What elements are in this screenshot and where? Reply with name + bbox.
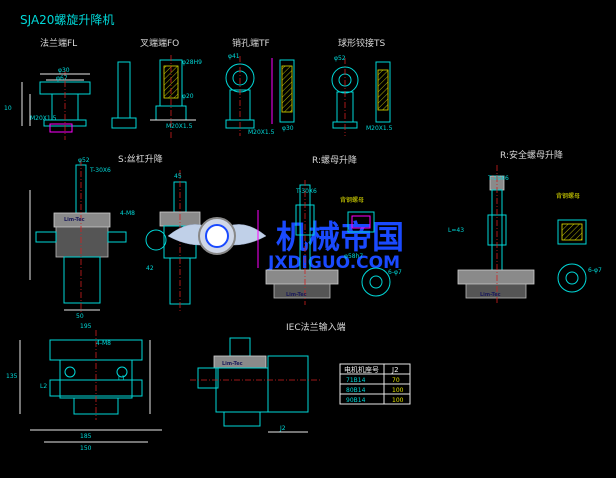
dim-d28h9: φ28H9 bbox=[182, 59, 202, 66]
label-nut-lift: R:螺母升降 bbox=[312, 154, 357, 166]
dim-d41: φ41 bbox=[228, 53, 240, 60]
dim-m8: 4-M8 bbox=[120, 210, 135, 217]
label-fork-end: 叉端端FO bbox=[140, 37, 179, 49]
label-bolt-hole-end: 销孔端TF bbox=[232, 37, 270, 49]
dim-l2: L2 bbox=[40, 383, 47, 390]
table-row-1-c1: 100 bbox=[392, 387, 404, 394]
drawing-title: SJA20螺旋升降机 bbox=[20, 13, 114, 27]
flange-end-drawing: φ30 φ67 M20X1.5 10 bbox=[4, 67, 91, 140]
dim-m20d: M20X1.5 bbox=[366, 125, 393, 132]
table-row-2-c1: 100 bbox=[392, 397, 404, 404]
label-iec-flange: IEC法兰输入端 bbox=[286, 321, 346, 333]
table-row-1-c0: 80B14 bbox=[346, 387, 366, 394]
label-flange-end: 法兰端FL bbox=[40, 37, 77, 49]
nut-label-r: 背钢螺母 bbox=[340, 196, 364, 204]
dim-d20: φ20 bbox=[182, 93, 194, 100]
dim-d150: 150 bbox=[80, 445, 92, 452]
dim-l43: L=43 bbox=[448, 227, 464, 234]
watermark-logo: 机械帝国 JXDIGUO.COM bbox=[167, 217, 404, 273]
housing-badge-iec: Lim-Tec bbox=[222, 361, 243, 367]
dim-d52b: φ52 bbox=[78, 157, 90, 164]
dim-l1: L1 bbox=[118, 375, 125, 382]
dim-d6b: 6-φ7 bbox=[588, 267, 602, 274]
dim-t30: T-30X6 bbox=[89, 167, 111, 174]
label-safety-nut-lift: R:安全螺母升降 bbox=[500, 149, 563, 161]
label-screw-lift: S:丝杠升降 bbox=[118, 153, 163, 165]
base-left-view: 195 185 150 4-M8 L1 L2 135 bbox=[6, 323, 162, 452]
nut-label-rs: 背钢螺母 bbox=[556, 192, 580, 200]
housing-badge-r: Lim-Tec bbox=[286, 292, 307, 298]
dim-d185: 185 bbox=[80, 433, 92, 440]
table-row-2-c0: 90B14 bbox=[346, 397, 366, 404]
label-ball-hinge-end: 球形铰接TS bbox=[338, 37, 385, 49]
table-row-0-c0: 71B14 bbox=[346, 377, 366, 384]
watermark-name: 机械帝国 bbox=[276, 218, 404, 256]
dim-d195: 195 bbox=[80, 323, 92, 330]
dim-m20c: M20X1.5 bbox=[248, 129, 275, 136]
dim-m20: M20X1.5 bbox=[30, 115, 57, 122]
dim-t30b: T-30X6 bbox=[295, 188, 317, 195]
motor-table: 电机机座号 J2 71B14 70 80B14 100 90B14 100 bbox=[339, 363, 411, 405]
housing-badge-s: Lim-Tec bbox=[64, 217, 85, 223]
table-header-0: 电机机座号 bbox=[344, 365, 379, 374]
dim-d10: 10 bbox=[4, 105, 12, 112]
dim-d45: 45 bbox=[174, 173, 182, 180]
bolt-hole-end-drawing: φ41 M20X1.5 φ30 bbox=[225, 53, 295, 136]
dim-d42: 42 bbox=[146, 265, 154, 272]
table-header-1: J2 bbox=[391, 366, 399, 374]
dim-d67: φ67 bbox=[56, 75, 68, 82]
dim-d135: 135 bbox=[6, 373, 18, 380]
ball-hinge-end-drawing: φ52 M20X1.5 bbox=[331, 55, 393, 136]
dim-m8b: 4-M8 bbox=[96, 340, 111, 347]
dim-d30: φ30 bbox=[58, 67, 70, 74]
dim-d52: φ52 bbox=[334, 55, 346, 62]
dim-j2: J2 bbox=[279, 425, 286, 432]
nut-lift-drawing: Lim-Tec T-30X6 背钢螺母 6-φ7 φ58h7 bbox=[257, 180, 402, 305]
dim-t30c: T-30X6 bbox=[487, 175, 509, 182]
dim-m20b: M20X1.5 bbox=[166, 123, 193, 130]
dim-d50: 50 bbox=[76, 313, 84, 320]
screw-lift-front-view: Lim-Tec φ52 T-30X6 50 bbox=[29, 157, 127, 320]
housing-badge-rs: Lim-Tec bbox=[480, 292, 501, 298]
dim-d30b: φ30 bbox=[282, 125, 294, 132]
table-row-0-c1: 70 bbox=[392, 377, 400, 384]
dim-d58h7: φ58h7 bbox=[344, 253, 363, 260]
fork-end-drawing: φ28H9 M20X1.5 φ20 bbox=[111, 55, 202, 138]
safety-nut-lift-drawing: Lim-Tec T-30X6 背钢螺母 6-φ7 L=43 bbox=[448, 165, 602, 305]
iec-flange-view: Lim-Tec J2 bbox=[190, 337, 320, 433]
dim-d6: 6-φ7 bbox=[388, 269, 402, 276]
